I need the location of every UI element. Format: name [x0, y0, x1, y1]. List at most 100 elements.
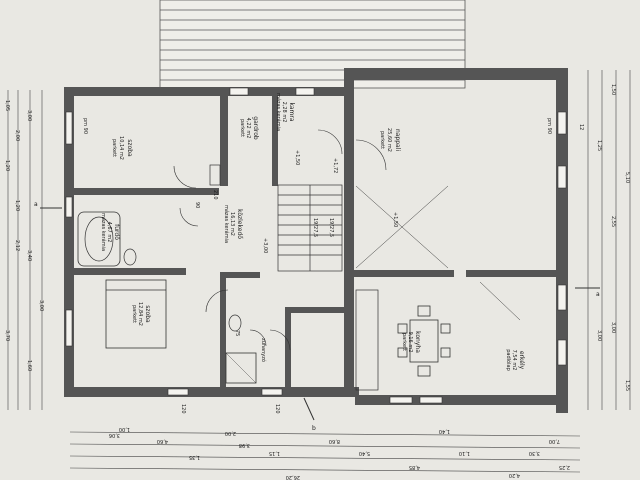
level-stair: +1,50	[294, 150, 300, 165]
dim-label: 3,00	[26, 110, 32, 121]
dim-label: 1,25	[596, 140, 602, 151]
room-floor: parkett	[401, 333, 407, 351]
room-floor: mázas kerámia	[275, 93, 282, 131]
dim-label: 3,06	[109, 432, 120, 438]
kitchen-counter	[355, 289, 379, 391]
section-label-a: a	[596, 291, 600, 298]
dim-label: 3,00	[610, 322, 616, 333]
room-name: szoba	[126, 139, 133, 157]
level-hall: +3,00	[262, 238, 268, 253]
dim-label: 1,00	[119, 426, 130, 432]
staircase	[277, 184, 343, 272]
dim-label: 3,00	[596, 330, 602, 341]
level-stair2: +1,72	[332, 158, 338, 173]
sill-label: 210	[212, 190, 218, 200]
dim-label: 5,10	[624, 172, 630, 183]
door-swings	[173, 129, 387, 351]
dim-label: 4,85	[409, 464, 420, 470]
room-area: 10,14 m2	[118, 136, 124, 160]
dim-label: 2,55	[610, 216, 616, 227]
room-name: szoba	[144, 305, 151, 323]
toilets	[123, 164, 242, 332]
bed	[105, 279, 167, 349]
dim-label: 3,98	[239, 442, 250, 448]
bottom-dimension-lines	[69, 431, 581, 473]
room-area: 4,67 m2	[106, 222, 112, 243]
room-label-zuhanyzo: zuhanyzó	[260, 338, 267, 362]
room-name: kamra	[288, 102, 295, 121]
level-living: +1,50	[392, 212, 398, 227]
dim-label: 2,00	[14, 130, 20, 141]
dim-label: 3,70	[4, 330, 10, 341]
door-label: 90	[194, 202, 200, 208]
room-name: nappali	[394, 129, 401, 151]
section-markers	[40, 207, 600, 421]
window-label: 120	[274, 404, 280, 414]
dim-label: 1,55	[624, 380, 630, 391]
window-label: pm 90	[82, 118, 88, 134]
room-label-kozlekedo: közlekedő 16,13 m2 mázas kerámia	[223, 205, 243, 243]
room-floor: parkett	[379, 131, 385, 149]
bathtub	[77, 211, 121, 267]
left-dimension-texts: 1,05 1,20 2,00 1,20 3,00 1,60 2,12 3,40 …	[4, 100, 44, 371]
window-label: 120	[180, 404, 186, 414]
outer-walls	[64, 68, 568, 413]
dim-label: 2,12	[14, 240, 20, 251]
right-windows	[557, 111, 567, 366]
dim-label: 8,60	[329, 438, 340, 444]
dim-label: 2,00	[225, 430, 236, 436]
dim-label: 7,00	[549, 438, 560, 444]
left-dimension-lines	[7, 90, 43, 410]
dining-table	[397, 305, 451, 377]
room-floor: mázas kerámia	[100, 213, 107, 251]
room-area: 4,22 m2	[245, 118, 251, 139]
section-label-b: b	[312, 425, 316, 432]
right-dimension-texts: 1,50 1,25 5,10 2,55 3,00 1,55 3,00	[596, 84, 630, 391]
dim-label: 3,40	[26, 250, 32, 261]
room-floor: padlólap	[505, 349, 512, 371]
room-floor: parkett	[131, 305, 137, 323]
stair-steps-b: 19/27,5	[328, 218, 334, 237]
dim-label: 1,50	[610, 84, 616, 95]
room-label-nappali: nappali 25,60 m2 parkett	[379, 128, 401, 152]
room-area: 25,60 m2	[386, 128, 392, 152]
dim-label: 1,15	[269, 450, 280, 456]
dim-label: 2,25	[559, 464, 570, 470]
left-windows	[65, 111, 73, 347]
top-windows	[229, 87, 315, 96]
dim-label: 1,05	[4, 100, 10, 111]
room-area: 7,54 m2	[511, 350, 517, 371]
room-label-furdo: fürdő 4,67 m2 mázas kerámia	[100, 213, 120, 251]
dim-label: 1,40	[439, 428, 450, 434]
dim-label: 4,60	[157, 438, 168, 444]
room-name: gardrob	[252, 116, 259, 140]
room-floor: parkett	[239, 119, 245, 137]
room-area: 2,28 m2	[281, 102, 287, 123]
dim-label: 3,00	[38, 300, 44, 311]
bottom-dimension-texts: 1,00 4,60 2,00 8,60 1,15 4,85 1,10 3,30 …	[119, 426, 570, 478]
room-label-kamra: kamra 2,28 m2 mázas kerámia	[275, 93, 295, 131]
room-label-szoba-1: szoba 10,14 m2 parkett	[111, 136, 133, 160]
stair-steps-a: 19/27,5	[312, 218, 318, 237]
dim-label: 1,20	[14, 200, 20, 211]
room-name: zuhanyzó	[260, 338, 267, 362]
room-area: 12,84 m2	[137, 302, 143, 326]
window-label: pm 90	[546, 118, 552, 134]
room-label-gardrob: gardrob 4,22 m2 parkett	[239, 116, 259, 140]
shower	[225, 352, 257, 384]
room-floor: parkett	[111, 139, 117, 157]
room-area: 9,16 m2	[407, 332, 413, 353]
room-name: közlekedő	[236, 209, 243, 239]
dim-label: 1,20	[4, 160, 10, 171]
room-area: 16,13 m2	[229, 212, 235, 236]
dim-label: 3,30	[529, 450, 540, 456]
dim-label: 5,40	[359, 450, 370, 456]
inner-walls	[74, 80, 558, 397]
misc-dimensions: 3,06 3,98 5,40 26,20 1,40 7,00	[109, 428, 560, 480]
dim-label: 1,35	[189, 454, 200, 460]
section-label-a: a	[34, 201, 38, 208]
room-name: fürdő	[113, 224, 120, 240]
bottom-windows	[167, 388, 443, 404]
dim-label: 4,20	[509, 472, 520, 478]
